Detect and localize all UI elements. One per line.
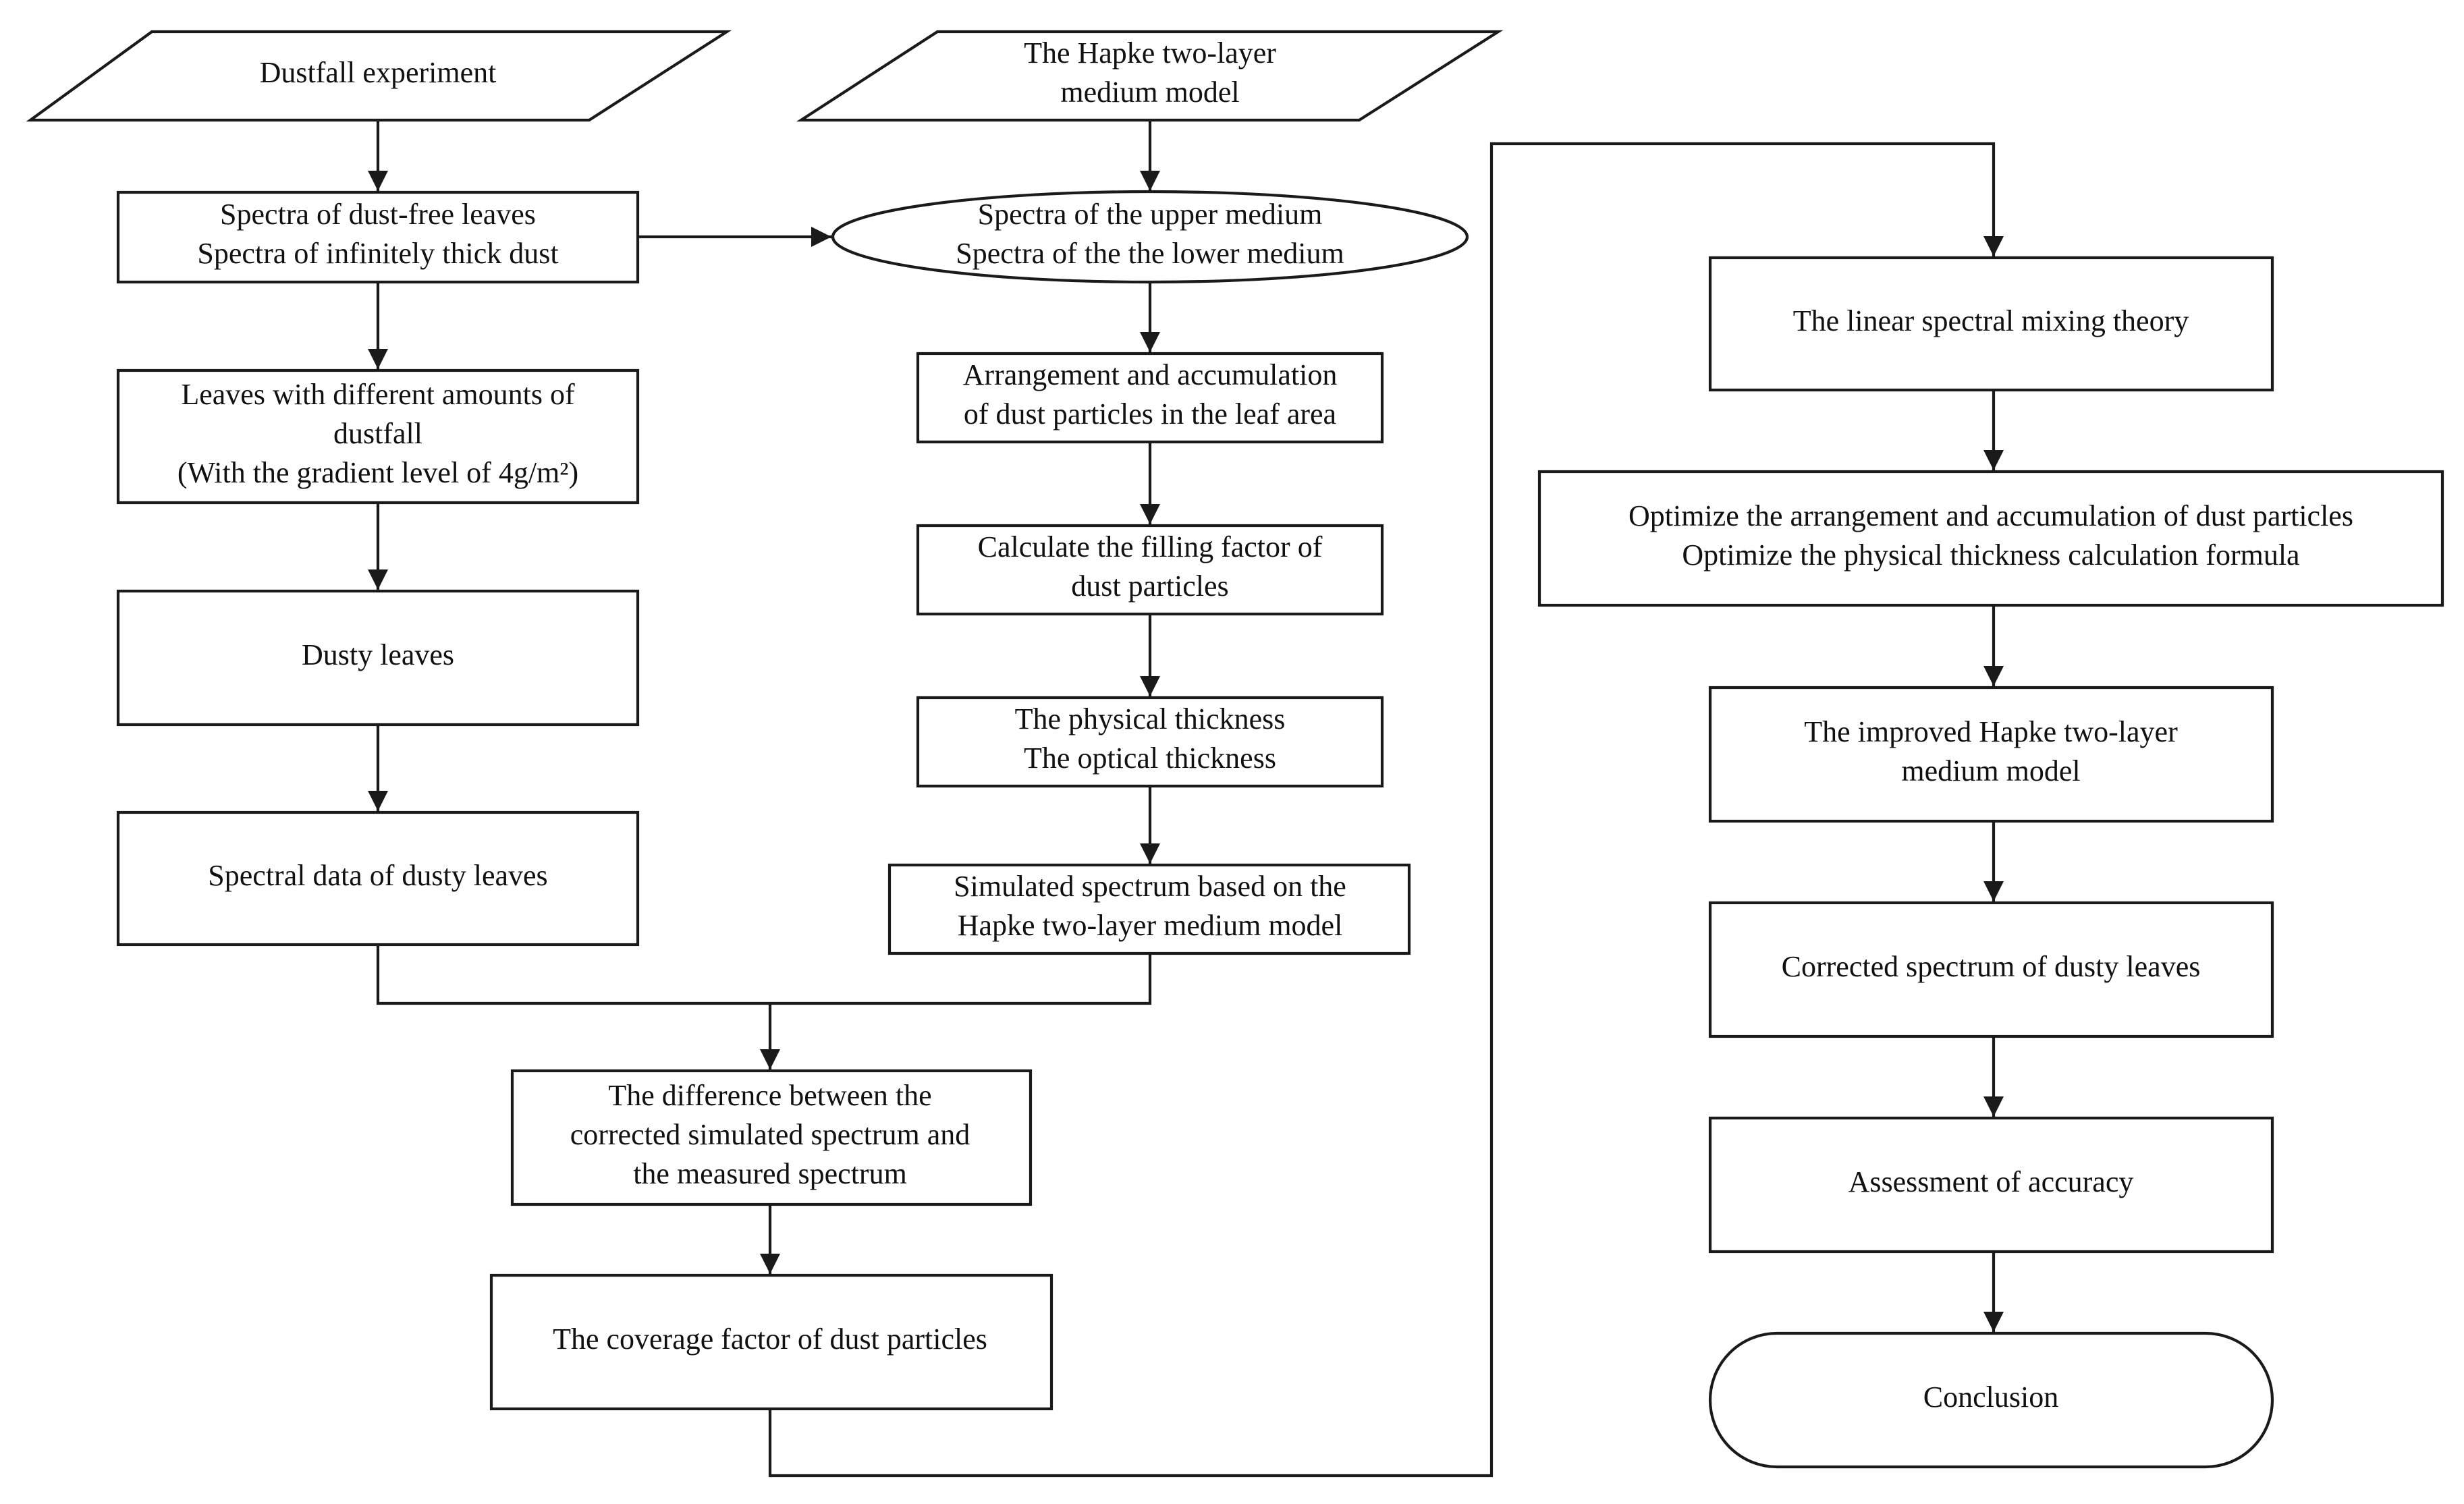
node-label-line: Arrangement and accumulation <box>963 358 1338 391</box>
node-dustfall-experiment: Dustfall experiment <box>26 30 732 122</box>
node-label-line: The physical thickness <box>1015 702 1286 735</box>
connectors <box>368 120 2004 1478</box>
node-label-line: dustfall <box>333 417 422 450</box>
node-linear-mixing: The linear spectral mixing theory <box>1708 256 2274 392</box>
merge-line <box>376 945 1152 1005</box>
node-label-line: Corrected spectrum of dusty leaves <box>1782 950 2201 983</box>
svg-text:Leaves with different amounts: Leaves with different amounts of dustfall… <box>177 378 578 489</box>
node-label-line: Spectral data of dusty leaves <box>208 859 547 892</box>
svg-text:The coverage factor of dust pa: The coverage factor of dust particles <box>553 1322 987 1356</box>
node-label-line: Optimize the physical thickness calculat… <box>1682 538 2299 572</box>
svg-text:Dustfall experiment: Dustfall experiment <box>260 56 497 89</box>
node-assessment: Assessment of accuracy <box>1708 1116 2274 1254</box>
node-optimize: Optimize the arrangement and accumulatio… <box>1537 470 2444 607</box>
node-label-line: The coverage factor of dust particles <box>553 1322 987 1356</box>
node-label-line: the measured spectrum <box>633 1157 907 1190</box>
node-improved-hapke: The improved Hapke two-layer medium model <box>1708 686 2274 823</box>
node-label-line: The Hapke two-layer <box>1024 36 1276 69</box>
node-label-line: The linear spectral mixing theory <box>1793 304 2189 337</box>
svg-text:Spectral data of dusty leaves: Spectral data of dusty leaves <box>208 859 547 892</box>
svg-text:Assessment of accuracy: Assessment of accuracy <box>1849 1165 2134 1198</box>
node-filling-factor: Calculate the filling factor of dust part… <box>916 524 1384 616</box>
node-label-line: Dustfall experiment <box>260 56 497 89</box>
node-label-line: Leaves with different amounts of <box>181 378 575 411</box>
node-label-line: The difference between the <box>608 1079 931 1112</box>
svg-text:Calculate the filling factor o: Calculate the filling factor of dust part… <box>978 530 1323 603</box>
node-label-line: Spectra of the the lower medium <box>956 237 1344 270</box>
node-label-line: Spectra of the upper medium <box>978 198 1323 231</box>
node-label-line: Dusty leaves <box>302 638 454 671</box>
node-label-line: Assessment of accuracy <box>1849 1165 2134 1198</box>
node-label-line: of dust particles in the leaf area <box>964 397 1336 430</box>
node-label-line: Spectra of infinitely thick dust <box>197 237 558 270</box>
node-label-line: medium model <box>1901 754 2080 787</box>
node-label-line: Hapke two-layer medium model <box>958 909 1343 942</box>
node-label-line: Spectra of dust-free leaves <box>220 198 536 231</box>
svg-text:Conclusion: Conclusion <box>1923 1381 2058 1414</box>
node-label-line: Calculate the filling factor of <box>978 530 1323 563</box>
node-label-line: dust particles <box>1071 569 1228 603</box>
node-difference: The difference between the corrected simu… <box>510 1069 1033 1206</box>
node-conclusion: Conclusion <box>1708 1331 2274 1469</box>
svg-text:The linear spectral mixing the: The linear spectral mixing theory <box>1793 304 2189 337</box>
node-leaves-amounts: Leaves with different amounts of dustfall… <box>116 368 640 505</box>
node-corrected-spectrum: Corrected spectrum of dusty leaves <box>1708 901 2274 1038</box>
node-label-line: (With the gradient level of 4g/m²) <box>177 456 578 489</box>
node-hapke-model: The Hapke two-layer medium model <box>796 30 1504 122</box>
node-spectral-data: Spectral data of dusty leaves <box>116 810 640 947</box>
svg-text:Dusty leaves: Dusty leaves <box>302 638 454 671</box>
svg-text:Optimize the arrangement and a: Optimize the arrangement and accumulatio… <box>1628 499 2353 572</box>
node-arrangement: Arrangement and accumulation of dust part… <box>916 352 1384 444</box>
node-coverage-factor: The coverage factor of dust particles <box>489 1273 1053 1411</box>
node-label-line: medium model <box>1060 76 1239 109</box>
node-label-line: The optical thickness <box>1024 742 1276 775</box>
node-label-line: Conclusion <box>1923 1381 2058 1414</box>
arrow-coverage-to-linear <box>768 142 2004 1478</box>
node-label-line: Optimize the arrangement and accumulatio… <box>1628 499 2353 532</box>
node-label-line: corrected simulated spectrum and <box>570 1118 970 1151</box>
node-label-line: Simulated spectrum based on the <box>954 870 1346 903</box>
node-dusty-leaves: Dusty leaves <box>116 589 640 727</box>
svg-text:Corrected spectrum of dusty l: Corrected spectrum of dusty leaves <box>1782 950 2201 983</box>
node-label-line: The improved Hapke two-layer <box>1804 715 2178 748</box>
